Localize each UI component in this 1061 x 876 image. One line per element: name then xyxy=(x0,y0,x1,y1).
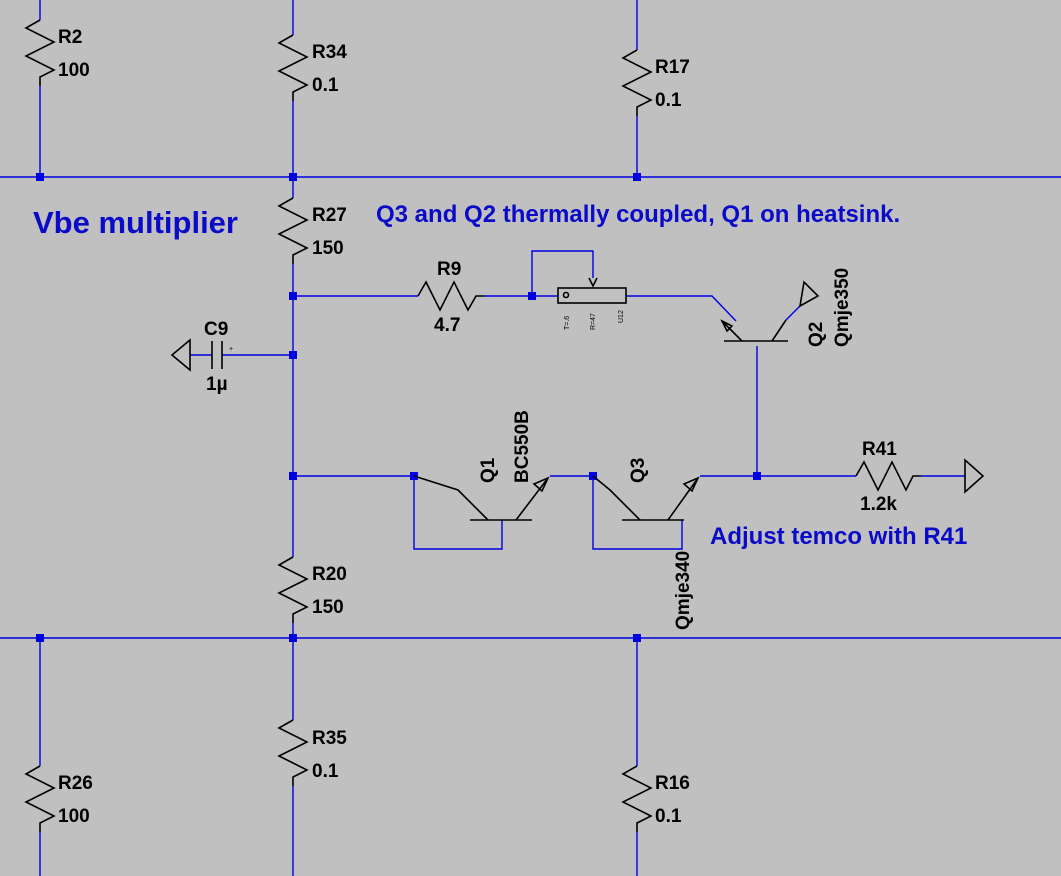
q1-q3-wire xyxy=(550,475,683,550)
q2-emitter-arrow-icon xyxy=(720,319,734,333)
c9-value: 1µ xyxy=(206,374,228,395)
output-port-arrow-icon xyxy=(964,458,985,494)
q1-node-wire xyxy=(293,475,503,550)
junction-dot xyxy=(289,292,297,300)
q3-collector-lead xyxy=(592,475,641,521)
q2-model: Qmje350 xyxy=(832,268,853,347)
r26-name: R26 xyxy=(58,773,93,794)
q1-collector-lead xyxy=(413,475,489,521)
junction-dot xyxy=(289,173,297,181)
annotations: Vbe multiplier Q3 and Q2 thermally coupl… xyxy=(33,201,967,550)
r26-value: 100 xyxy=(58,806,90,827)
q1-emitter-lead xyxy=(515,477,549,521)
q2-collector-lead xyxy=(771,319,787,342)
r9-value: 4.7 xyxy=(434,315,460,336)
potentiometer-wiper-arrow-icon xyxy=(588,277,598,288)
pot-label-r: R=47 xyxy=(590,313,597,330)
ground-triangle-icon xyxy=(170,338,191,372)
transistor-q1 xyxy=(413,475,550,521)
resistor-symbol-r9 xyxy=(417,280,484,312)
r34-value: 0.1 xyxy=(312,75,339,96)
c9-name: C9 xyxy=(204,319,228,340)
r17-value: 0.1 xyxy=(655,90,682,111)
vbe-multiplier-note: Vbe multiplier xyxy=(33,205,238,240)
q3-name: Q3 xyxy=(628,458,649,483)
resistor-symbol-r27 xyxy=(277,197,309,264)
r20-name: R20 xyxy=(312,564,347,585)
r27-name: R27 xyxy=(312,205,347,226)
q1-emitter-arrow-icon xyxy=(532,476,550,493)
potentiometer-pin-icon xyxy=(562,291,570,299)
junction-dot xyxy=(289,472,297,480)
pot-label-u: U12 xyxy=(618,310,625,323)
junction-dot xyxy=(528,292,536,300)
r35-name: R35 xyxy=(312,728,347,749)
q2-name: Q2 xyxy=(806,322,827,347)
potentiometer: T=.6 R=47 U12 xyxy=(557,277,627,330)
junction-dot xyxy=(289,351,297,359)
resistor-symbol-r35 xyxy=(277,719,309,786)
resistor-symbol-r20 xyxy=(277,556,309,623)
q2-emitter-lead xyxy=(721,320,743,342)
junction-dot xyxy=(36,173,44,181)
r35-value: 0.1 xyxy=(312,761,339,782)
resistor-symbol-r26 xyxy=(24,765,56,832)
junction-dot xyxy=(289,634,297,642)
resistor-symbol-r17 xyxy=(621,49,653,116)
junction-dot xyxy=(633,173,641,181)
r34-name: R34 xyxy=(312,42,347,63)
resistor-symbol-r2 xyxy=(24,19,56,86)
r41-name: R41 xyxy=(862,439,897,460)
r16-value: 0.1 xyxy=(655,806,682,827)
junction-dot xyxy=(753,472,761,480)
q3-emitter-lead xyxy=(667,477,699,521)
q1-name: Q1 xyxy=(478,457,499,483)
q2-emitter-wire xyxy=(785,305,801,321)
potentiometer-body xyxy=(557,287,627,304)
resistor-symbol-r16 xyxy=(621,765,653,832)
capacitor-polarity: + xyxy=(229,346,233,353)
capacitor-c9: + xyxy=(170,338,233,372)
pot-wiper-wire xyxy=(531,250,594,296)
transistor-q3 xyxy=(592,475,700,521)
r27-value: 150 xyxy=(312,238,344,259)
output-port-triangle-icon xyxy=(798,280,820,308)
junction-dot xyxy=(633,634,641,642)
adjust-temco-note: Adjust temco with R41 xyxy=(710,523,967,550)
pot-label-t: T=.6 xyxy=(564,316,571,330)
q1-model: BC550B xyxy=(512,410,533,483)
q3-model: Qmje340 xyxy=(673,551,694,630)
transistor-q2 xyxy=(720,280,820,342)
resistor-symbols xyxy=(24,19,921,832)
r2-value: 100 xyxy=(58,60,90,81)
r41-value: 1.2k xyxy=(860,494,897,515)
r9-name: R9 xyxy=(437,259,461,280)
junctions xyxy=(36,173,761,642)
r20-value: 150 xyxy=(312,597,344,618)
pot-to-q2-wire xyxy=(626,295,737,322)
q3-emitter-arrow-icon xyxy=(682,476,700,493)
component-labels: R2 100 R34 0.1 R17 0.1 R27 150 R9 4.7 C9… xyxy=(58,27,897,827)
resistor-symbol-r34 xyxy=(277,34,309,101)
r17-name: R17 xyxy=(655,57,690,78)
r2-name: R2 xyxy=(58,27,82,48)
junction-dot xyxy=(36,634,44,642)
resistor-symbol-r41 xyxy=(855,460,921,492)
thermal-coupling-note: Q3 and Q2 thermally coupled, Q1 on heats… xyxy=(376,201,900,228)
r16-name: R16 xyxy=(655,773,690,794)
